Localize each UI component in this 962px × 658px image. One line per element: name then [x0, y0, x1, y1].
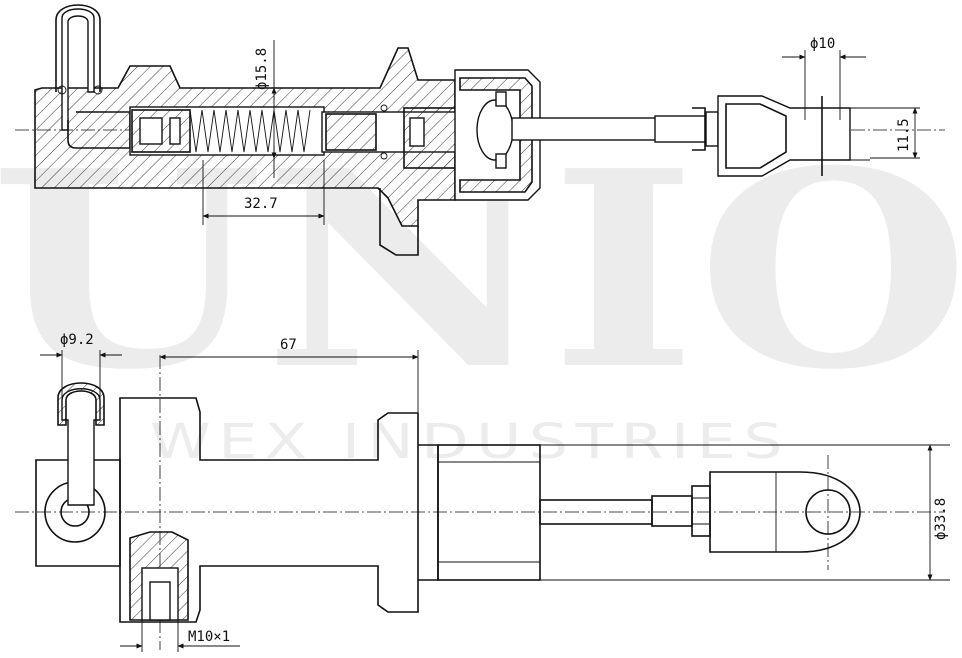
- section-view: [15, 4, 945, 256]
- dim-piston-travel: 32.7: [244, 196, 278, 212]
- section-dimensions: ϕ15.8 32.7 ϕ10 11.5: [202, 36, 920, 225]
- dim-outlet-thread: M10×1: [188, 629, 230, 645]
- dim-clevis-width: 11.5: [896, 118, 912, 152]
- dim-bore-diameter: ϕ15.8: [254, 48, 270, 90]
- exterior-view: [15, 355, 945, 650]
- inlet-nipple: [61, 388, 101, 506]
- inlet-tube-section: [61, 8, 95, 131]
- cylinder-body: [119, 397, 419, 623]
- dim-clevis-pin-diameter: ϕ10: [810, 36, 835, 52]
- clevis-eye: [709, 471, 861, 553]
- dim-body-diameter: ϕ33.8: [933, 498, 949, 540]
- exterior-dimensions: ϕ9.2 67 ϕ33.8 M10×1: [40, 332, 950, 652]
- pushrod: [511, 117, 658, 141]
- dim-inlet-diameter: ϕ9.2: [60, 332, 94, 348]
- dim-mount-to-flange: 67: [280, 337, 297, 353]
